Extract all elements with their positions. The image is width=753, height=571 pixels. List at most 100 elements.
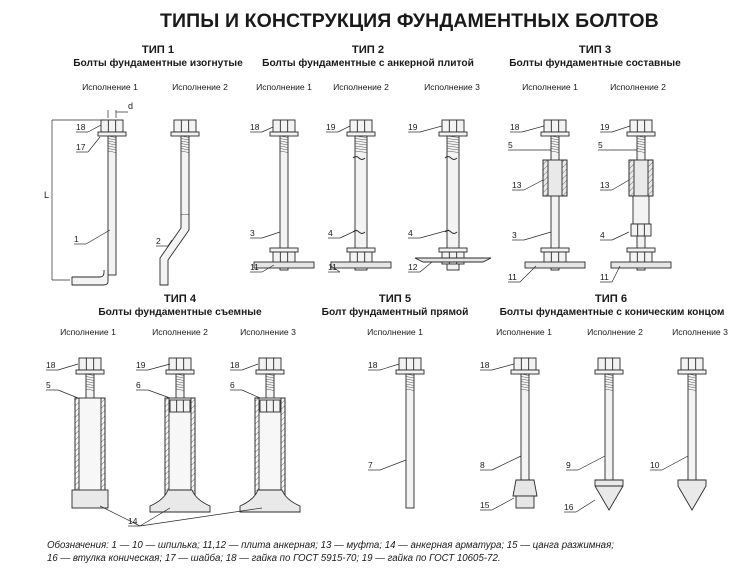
thread-line: [265, 386, 275, 389]
thread-line: [85, 378, 95, 381]
t3-lower-washer: [626, 247, 656, 253]
thread-line: [636, 143, 646, 146]
callout-6: 6: [230, 380, 235, 390]
t2-lower-washer: [346, 247, 376, 253]
legend-line-1: Обозначения: 1 — 10 — шпилька; 11,12 — п…: [47, 540, 614, 551]
stud-rod: [550, 135, 560, 271]
callout-7: 7: [368, 460, 373, 470]
callout-5: 5: [46, 380, 51, 390]
thread-line: [175, 376, 185, 379]
t6-nut: [680, 357, 704, 371]
thread-line: [180, 138, 190, 141]
thread-line: [175, 378, 185, 381]
callout-10: 10: [650, 460, 660, 470]
thread-line: [604, 383, 614, 386]
t5-nut: [398, 357, 422, 371]
thread-line: [636, 138, 646, 141]
leader-line: [147, 363, 171, 371]
dimension-L-label: L: [44, 190, 49, 200]
thread-line: [107, 145, 117, 148]
callout-16: 16: [564, 502, 574, 512]
thread-line: [520, 373, 530, 376]
thread-line: [175, 386, 185, 389]
t6-nut: [597, 357, 621, 371]
thread-line: [405, 378, 415, 381]
thread-line: [279, 145, 289, 148]
t4-top-nut: [78, 357, 102, 371]
callout-19: 19: [326, 122, 336, 132]
thread-line: [180, 148, 190, 151]
t3-coupling-hatch: [647, 159, 654, 197]
thread-line: [604, 386, 614, 389]
callout-19: 19: [600, 122, 610, 132]
t4-top-washer: [165, 369, 195, 375]
thread-line: [85, 376, 95, 379]
leader-line: [419, 125, 443, 133]
t3-coupling-hatch: [561, 159, 568, 197]
thread-line: [180, 150, 190, 153]
thread-line: [687, 383, 697, 386]
thread-line: [279, 140, 289, 143]
type-6-label: ТИП 6: [594, 293, 628, 305]
type-5-subtitle: Болт фундаментный прямой: [321, 307, 469, 318]
callout-19: 19: [408, 122, 418, 132]
t3-coupling-hatch: [542, 159, 549, 197]
leader-line: [139, 507, 263, 527]
callout-14: 14: [128, 516, 138, 526]
leader-line: [491, 497, 515, 511]
leader-line: [379, 363, 400, 371]
t3-anchor-plate-11: [524, 261, 586, 269]
leader-line: [330, 265, 341, 273]
leader-line: [523, 179, 544, 191]
t6-washer: [510, 369, 540, 375]
thread-line: [550, 143, 560, 146]
thread-line: [446, 135, 460, 138]
t6-washer: [677, 369, 707, 375]
t3-mid-nut: [630, 223, 652, 237]
thread-line: [354, 145, 368, 148]
thread-line: [405, 381, 415, 384]
thread-line: [107, 148, 117, 151]
t2-variant-2: Исполнение 2: [333, 82, 389, 92]
thread-line: [85, 388, 95, 391]
callout-11: 11: [250, 262, 259, 272]
callout-13: 13: [512, 180, 522, 190]
thread-line: [279, 135, 289, 138]
leader-line: [167, 239, 173, 247]
break-line: [444, 156, 458, 160]
thread-line: [85, 383, 95, 386]
t1v2-crank: [159, 215, 190, 286]
t4-top-nut: [168, 357, 192, 371]
thread-line: [405, 376, 415, 379]
thread-line: [550, 150, 560, 153]
leader-line: [241, 363, 259, 371]
t2-anchor-plate-11: [330, 261, 392, 269]
thread-line: [354, 143, 368, 146]
thread-line: [180, 145, 190, 148]
t3-top-washer: [626, 131, 656, 137]
t4-top-washer: [75, 369, 105, 375]
leader-line: [241, 389, 261, 399]
type-1-label: ТИП 1: [141, 44, 175, 56]
callout-19: 19: [136, 360, 146, 370]
t6-nut: [513, 357, 537, 371]
thread-line: [636, 150, 646, 153]
leader-line: [491, 455, 522, 471]
leader-line: [577, 455, 606, 471]
t6-collet-base: [515, 495, 535, 509]
callout-8: 8: [480, 460, 485, 470]
thread-line: [265, 381, 275, 384]
thread-line: [604, 378, 614, 381]
stud-rod: [279, 135, 289, 271]
t3-lower-rod-4: [632, 195, 650, 225]
thread-line: [85, 381, 95, 384]
callout-4: 4: [328, 228, 333, 238]
thread-line: [354, 138, 368, 141]
leader-line: [611, 265, 621, 283]
leader-line: [99, 505, 141, 527]
t6-washer: [594, 369, 624, 375]
t5-washer: [395, 369, 425, 375]
callout-2: 2: [156, 236, 161, 246]
callout-9: 9: [566, 460, 571, 470]
t2-top-washer: [269, 131, 299, 137]
